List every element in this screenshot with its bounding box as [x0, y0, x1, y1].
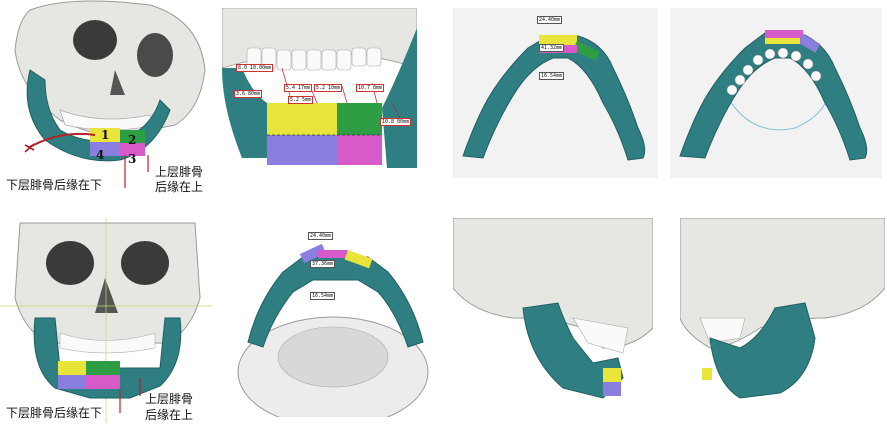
- measure-tag: 3.6 80mm: [234, 90, 263, 98]
- caption-lower-fibula: 下层腓骨后缘在下: [6, 406, 103, 420]
- caption-lower-fibula: 下层腓骨后缘在下: [6, 178, 103, 192]
- panel-frontal-skull: 下层腓骨后缘在下 上层腓骨 后缘在上: [0, 218, 212, 423]
- segment-4-label: 4: [96, 148, 105, 162]
- panel-lateral-left: [680, 218, 885, 423]
- measure-tag: 5.2 10mm: [314, 84, 343, 92]
- measure-tag: 24.40mm: [308, 232, 334, 240]
- caption-upper-fibula-2: 后缘在上: [155, 180, 204, 194]
- panel-inferior-view: 24.40mm 37.36mm 16.54mm: [228, 222, 438, 417]
- panel-mandible-topview: 24.40mm 41.32mm 16.54mm: [453, 8, 658, 178]
- panel-mandible-closeup: 8.0 10.00mm 3.6 80mm 5.4 17mm 5.2 10mm 1…: [222, 8, 417, 198]
- segment-3-label: 3: [128, 152, 137, 166]
- measure-tag: 10.7 8mm: [356, 84, 385, 92]
- caption-upper-fibula-1: 上层腓骨: [145, 392, 194, 406]
- panel-mandible-teeth-topview: [670, 8, 882, 178]
- measure-tag: 41.32mm: [539, 44, 565, 52]
- measure-tag: 5.2 5mm: [288, 96, 314, 104]
- caption-upper-fibula-2: 后缘在上: [145, 408, 194, 422]
- caption-upper-fibula-1: 上层腓骨: [155, 165, 204, 179]
- segment-1-label: 1: [101, 128, 110, 142]
- panel-lateral-right: [453, 218, 653, 423]
- measure-tag: 8.0 10.00mm: [236, 64, 274, 72]
- measure-tag: 10.8 00mm: [380, 118, 412, 126]
- measure-tag: 16.54mm: [539, 72, 565, 80]
- panel-oblique-skull: 1 2 3 4 下层腓骨后缘在下 上层腓骨 后缘在上: [0, 0, 212, 198]
- measure-tag: 24.40mm: [537, 16, 563, 24]
- measure-tag: 37.36mm: [310, 260, 336, 268]
- segment-2-label: 2: [128, 133, 137, 147]
- measure-tag: 16.54mm: [310, 292, 336, 300]
- measure-tag: 5.4 17mm: [284, 84, 313, 92]
